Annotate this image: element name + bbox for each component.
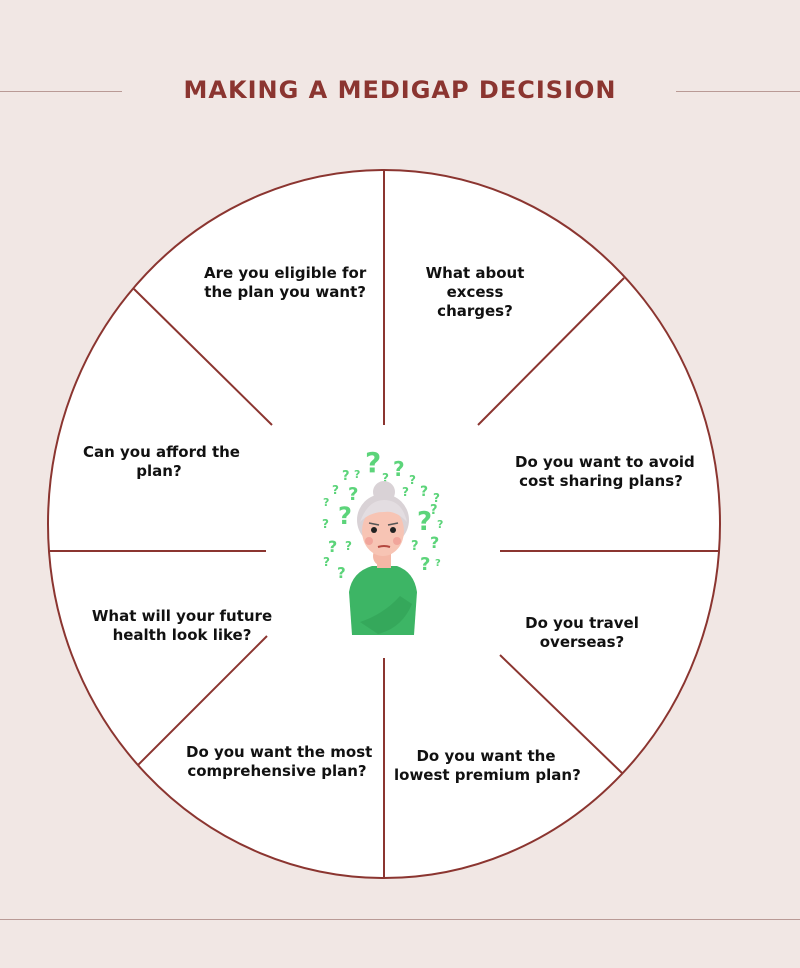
svg-text:?: ? <box>348 484 358 505</box>
segment-future-health: What will your future health look like? <box>91 607 273 644</box>
svg-text:?: ? <box>382 471 389 485</box>
svg-text:?: ? <box>409 473 416 487</box>
svg-text:?: ? <box>322 517 329 531</box>
title-rule-right <box>676 91 800 92</box>
segment-afford-plan: Can you afford the plan? <box>83 443 240 480</box>
svg-text:?: ? <box>417 507 432 537</box>
page-title: MAKING A MEDIGAP DECISION <box>183 76 617 104</box>
question-marks-cluster: ? ? ? ? ? ? ? ? ? ? ? ? ? ? ? ? ? ? ? ? … <box>322 446 443 582</box>
svg-text:?: ? <box>323 555 330 569</box>
svg-text:?: ? <box>430 533 439 552</box>
svg-text:?: ? <box>430 503 438 518</box>
segment-travel-overseas: Do you travel overseas? <box>525 614 639 651</box>
svg-text:?: ? <box>332 483 339 497</box>
thinking-elderly-woman-icon: ? ? ? ? ? ? ? ? ? ? ? ? ? ? ? ? ? ? ? ? … <box>322 446 443 635</box>
svg-text:?: ? <box>323 496 329 509</box>
divider-bottom-left <box>137 635 268 766</box>
svg-text:?: ? <box>337 564 346 582</box>
title-rule-left <box>0 91 122 92</box>
bottom-rule <box>0 919 800 920</box>
svg-text:?: ? <box>411 539 419 554</box>
mouth <box>377 545 391 548</box>
segment-most-comprehensive: Do you want the most comprehensive plan? <box>186 743 373 780</box>
segment-eligible: Are you eligible for the plan you want? <box>204 264 367 301</box>
svg-text:?: ? <box>338 502 352 530</box>
arm <box>360 596 412 634</box>
svg-text:?: ? <box>342 469 350 484</box>
hair-bun <box>373 481 395 503</box>
right-eye <box>390 527 396 533</box>
hair-fringe <box>360 500 407 522</box>
svg-text:?: ? <box>420 484 428 500</box>
svg-text:?: ? <box>393 457 405 481</box>
svg-text:?: ? <box>402 485 409 499</box>
svg-text:?: ? <box>437 518 443 531</box>
segment-lowest-premium: Do you want the lowest premium plan? <box>394 747 581 784</box>
face <box>362 506 404 556</box>
left-eye <box>371 527 377 533</box>
segment-avoid-cost-sharing: Do you want to avoid cost sharing plans? <box>515 453 695 490</box>
svg-text:?: ? <box>433 491 440 505</box>
svg-text:?: ? <box>345 539 352 553</box>
wheel-dividers <box>50 170 719 878</box>
segment-excess-charges: What about excess charges? <box>425 264 525 320</box>
svg-text:?: ? <box>328 537 337 556</box>
svg-text:?: ? <box>354 468 360 481</box>
divider-top-right <box>477 277 625 426</box>
svg-text:?: ? <box>365 446 381 479</box>
svg-text:?: ? <box>435 558 441 569</box>
svg-text:?: ? <box>420 554 430 575</box>
divider-bottom-right <box>499 654 623 774</box>
divider-top-left <box>133 288 273 426</box>
